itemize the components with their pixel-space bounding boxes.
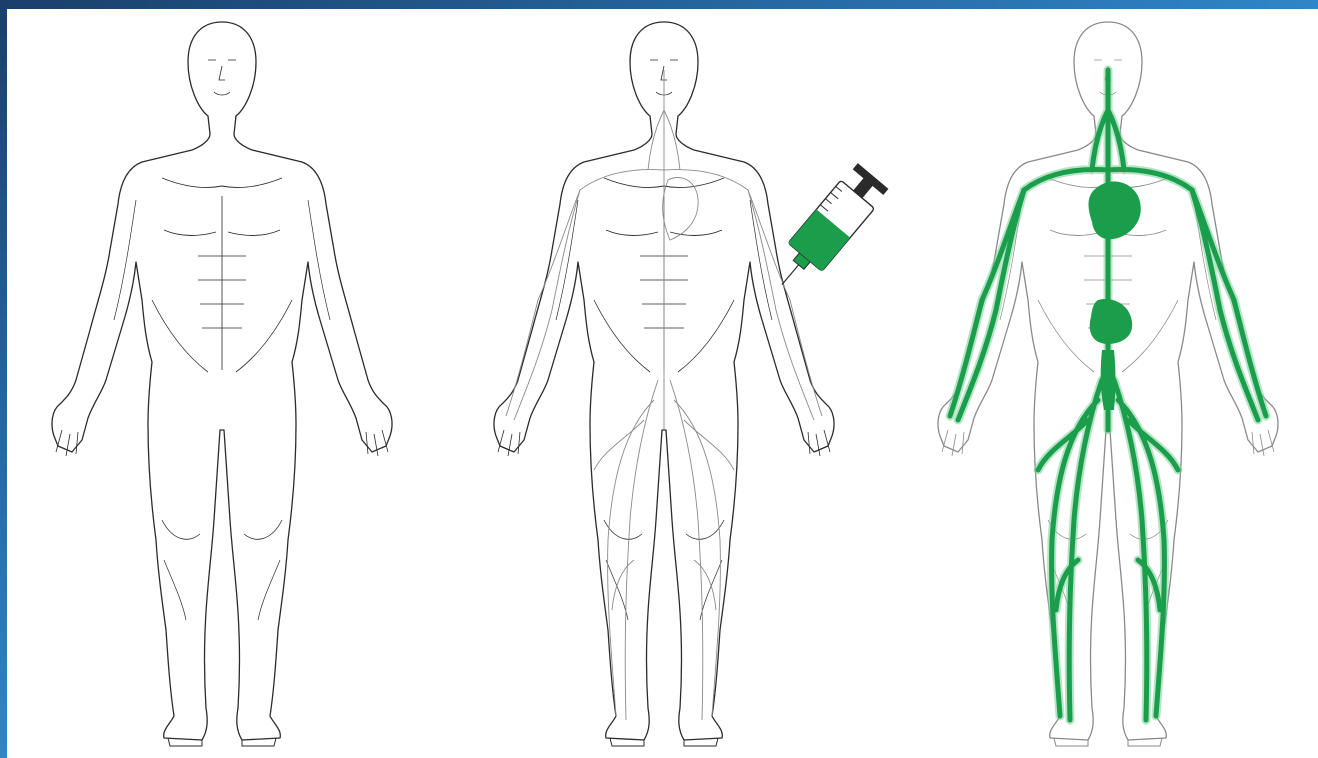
heart-shape — [1089, 181, 1141, 239]
figure-contrast — [938, 22, 1278, 746]
abdominal-vessel-fill — [1090, 299, 1133, 344]
figure-injection — [494, 22, 834, 746]
syringe-icon — [765, 162, 890, 299]
figure-plain — [52, 22, 392, 746]
